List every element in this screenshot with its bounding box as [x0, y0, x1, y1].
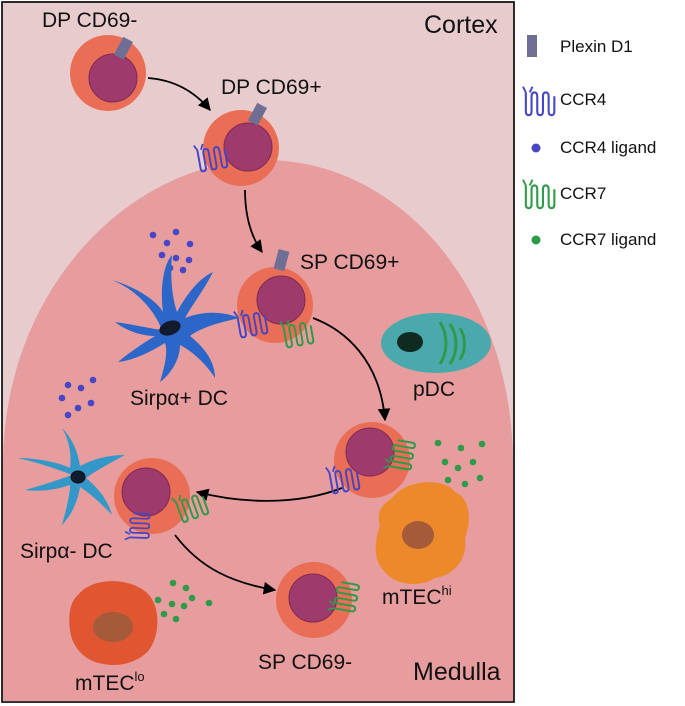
ccr7-receptor-icon	[521, 178, 556, 210]
legend: Plexin D1 CCR4 CCR4 ligand CCR7 CCR7 lig…	[521, 35, 656, 249]
mtec-hi-cell	[375, 482, 469, 584]
pdc-label: pDC	[413, 378, 455, 401]
arrow-sp-pos-to-medulla-cell	[312, 317, 391, 422]
plexin-d1-icon	[113, 36, 133, 60]
sirpa-pos-dc	[112, 255, 240, 382]
pdc-cell	[381, 313, 491, 373]
mtec-hi-label: mTEChi	[382, 583, 452, 609]
sirpa-neg-dc-label: Sirpα- DC	[20, 540, 113, 563]
sp-cd69-pos-label: SP CD69+	[300, 251, 399, 274]
mtec-lo-cell	[69, 581, 158, 666]
sirpa-pos-dc-label: Sirpα+ DC	[130, 387, 228, 410]
ccr4-ligand-cluster-lower	[58, 376, 97, 419]
dp-cd69-pos-label: DP CD69+	[221, 76, 322, 99]
sp-cd69-neg-label: SP CD69-	[258, 651, 352, 674]
plexin-d1-icon	[527, 35, 537, 57]
dp-cd69-pos-cell	[192, 102, 279, 186]
ccr4-ligand-icon	[531, 143, 541, 153]
medulla-thymocyte-left	[114, 458, 210, 542]
legend-ccr4-ligand-label: CCR4 ligand	[560, 138, 656, 157]
mtec-lo-label: mTEClo	[75, 669, 145, 695]
arrow-to-sp-cd69-neg	[174, 534, 277, 595]
arrow-dp-pos-to-sp-pos	[244, 189, 263, 254]
ccr7-ligand-cluster-right	[434, 439, 486, 488]
legend-ccr4-label: CCR4	[560, 90, 606, 109]
ccr7-ligand-cluster-lower	[154, 579, 213, 623]
legend-plexin-d1-label: Plexin D1	[560, 37, 633, 56]
sirpa-neg-dc	[18, 428, 125, 525]
dp-cd69-neg-cell	[70, 35, 146, 111]
sp-cd69-pos-cell	[232, 249, 315, 350]
arrow-to-sirpa-neg-cell	[195, 487, 343, 502]
cortex-label: Cortex	[424, 11, 498, 39]
dp-cd69-neg-label: DP CD69-	[42, 9, 137, 32]
plexin-d1-icon	[247, 102, 267, 126]
medulla-thymocyte-right	[324, 422, 417, 498]
legend-ccr7-label: CCR7	[560, 184, 606, 203]
plexin-d1-icon	[273, 249, 290, 272]
ccr7-ligand-icon	[531, 235, 541, 245]
sp-cd69-neg-cell	[276, 562, 361, 638]
medulla-label: Medulla	[413, 658, 501, 686]
ccr4-receptor-icon	[521, 85, 556, 117]
legend-ccr7-ligand-label: CCR7 ligand	[560, 230, 656, 249]
arrow-dp-neg-to-dp-pos	[147, 77, 211, 111]
